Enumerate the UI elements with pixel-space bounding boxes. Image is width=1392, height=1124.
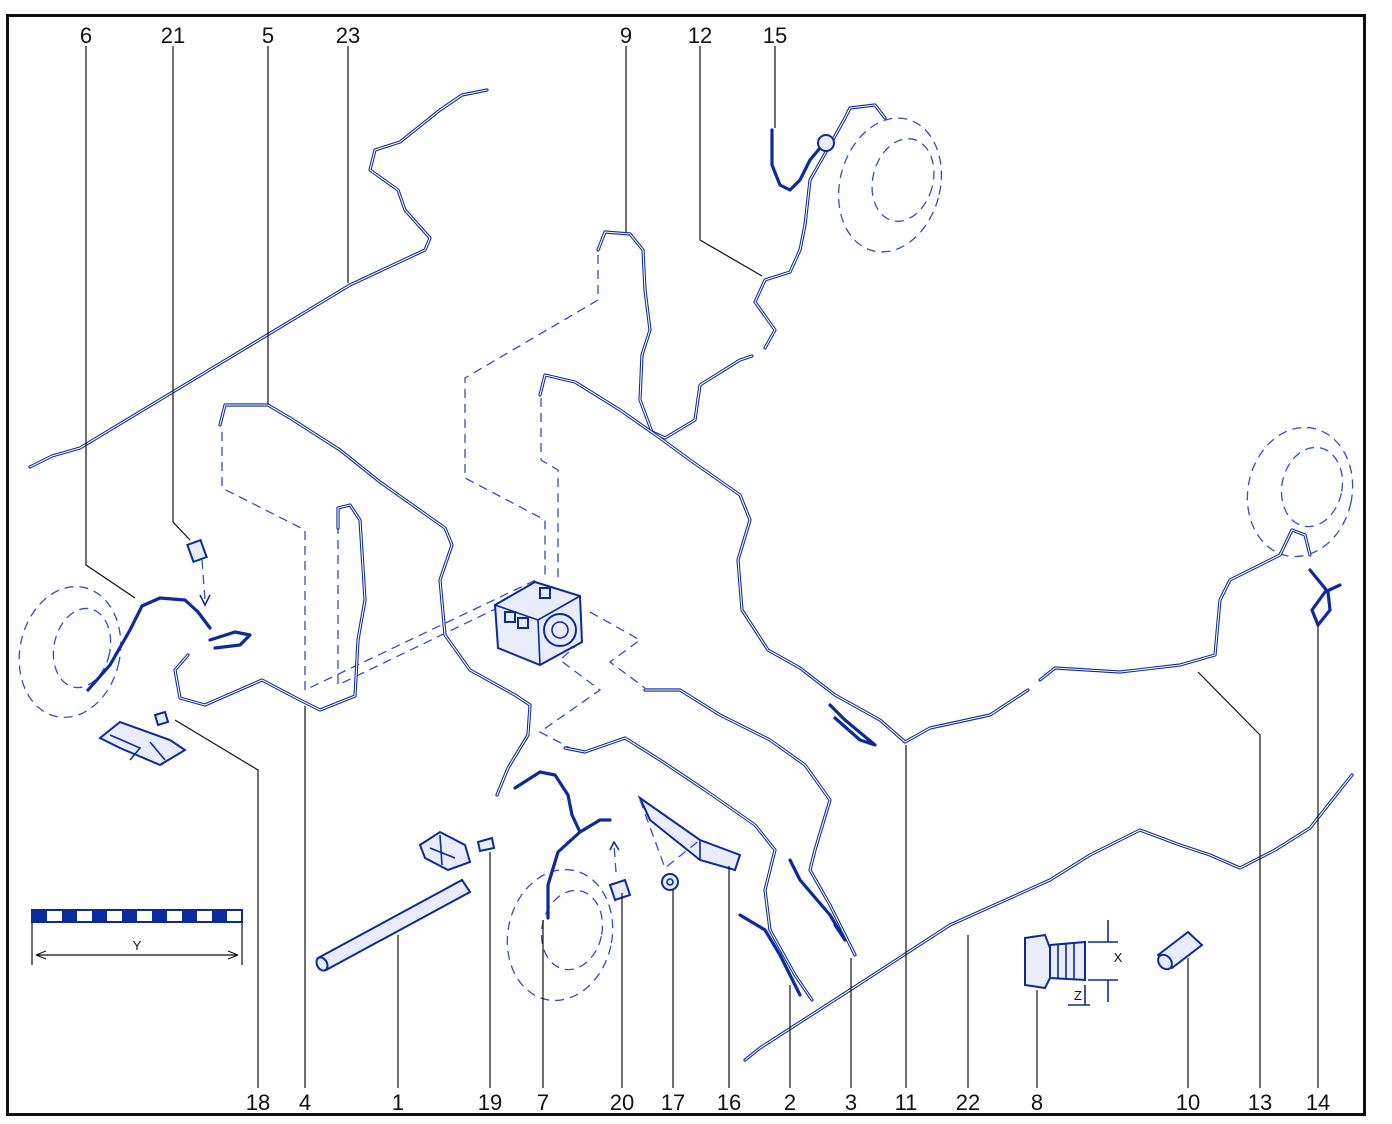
callouts-bottom: 18 4 1 19 7 20 17 16 2 3 11 22 8 10 13 14 <box>246 1090 1330 1115</box>
callout-label: 2 <box>784 1090 796 1115</box>
pipe-9 <box>596 230 754 440</box>
pipe-2 <box>563 736 814 1002</box>
pipe-4 <box>173 503 367 712</box>
callout-label: 10 <box>1176 1090 1200 1115</box>
leader-line <box>172 46 191 541</box>
union-nut-8-icon <box>1024 920 1118 1006</box>
callout-label: 1 <box>392 1090 404 1115</box>
callout-label: 4 <box>299 1090 311 1115</box>
callout-label: 20 <box>610 1090 634 1115</box>
clip-19-icon <box>418 830 496 872</box>
callout-label: 15 <box>763 23 787 48</box>
wheel-front-right-icon <box>837 117 943 253</box>
hose-7 <box>513 770 612 920</box>
abs-hydraulic-unit-icon <box>493 580 584 667</box>
leader-line <box>699 46 763 277</box>
callout-label: 11 <box>895 1090 918 1115</box>
hose-6 <box>86 596 252 692</box>
wheel-rear-right-icon <box>1246 426 1354 558</box>
callout-label: 16 <box>717 1090 741 1115</box>
dimension-x-label: X <box>1114 950 1123 965</box>
callout-label: 6 <box>80 23 92 48</box>
connector-10-icon <box>1156 930 1204 971</box>
leader-lines <box>85 46 1319 1088</box>
scale-bar-cell <box>92 910 107 922</box>
callout-label: 17 <box>661 1090 685 1115</box>
pipe-5 <box>218 403 532 797</box>
callout-label: 9 <box>620 23 632 48</box>
clip-20-icon <box>608 840 632 902</box>
wheel-front-left-icon <box>18 585 122 719</box>
callout-label: 3 <box>845 1090 857 1115</box>
wheel-rear-left-icon <box>506 868 614 1002</box>
leader-line <box>1197 671 1261 1088</box>
callout-label: 22 <box>956 1090 980 1115</box>
dimension-y-label: Y <box>133 938 142 953</box>
scale-bar-cell <box>62 910 77 922</box>
callout-label: 23 <box>336 23 360 48</box>
grommet-17-icon <box>661 873 679 891</box>
callout-label: 13 <box>1248 1090 1272 1115</box>
scale-bar-cell <box>182 910 197 922</box>
pipe-11 <box>538 373 1030 747</box>
pipe-12 <box>753 103 887 350</box>
scale-bar-cell <box>152 910 167 922</box>
diagram-frame <box>6 14 1366 1116</box>
pipe-13 <box>1038 528 1312 682</box>
pipe-22 <box>743 773 1354 1062</box>
hose-15 <box>770 128 835 192</box>
leader-line <box>85 46 136 599</box>
callout-label: 21 <box>161 23 185 48</box>
dimension-z-label: Z <box>1074 988 1082 1003</box>
callout-label: 5 <box>262 23 274 48</box>
pipe-connector-21-icon <box>186 538 211 607</box>
callouts-top: 6 21 5 23 9 12 15 <box>80 23 787 48</box>
callout-label: 8 <box>1031 1090 1043 1115</box>
connection-guides <box>221 255 646 749</box>
pipe-23 <box>28 88 489 469</box>
bracket-16-icon <box>637 795 742 872</box>
clip-18-icon <box>98 710 187 767</box>
callout-label: 19 <box>478 1090 502 1115</box>
scale-bar-cell <box>212 910 227 922</box>
hose-14 <box>1308 568 1342 627</box>
callout-label: 14 <box>1306 1090 1330 1115</box>
scale-bar-icon: Y <box>31 909 243 965</box>
callout-label: 18 <box>246 1090 270 1115</box>
callout-label: 7 <box>537 1090 549 1115</box>
sleeve-1-icon <box>315 878 472 972</box>
scale-bar-cell <box>32 910 47 922</box>
pipe-3 <box>643 688 857 957</box>
scale-bar-cell <box>122 910 137 922</box>
callout-label: 12 <box>688 23 712 48</box>
leader-line <box>174 719 259 1088</box>
